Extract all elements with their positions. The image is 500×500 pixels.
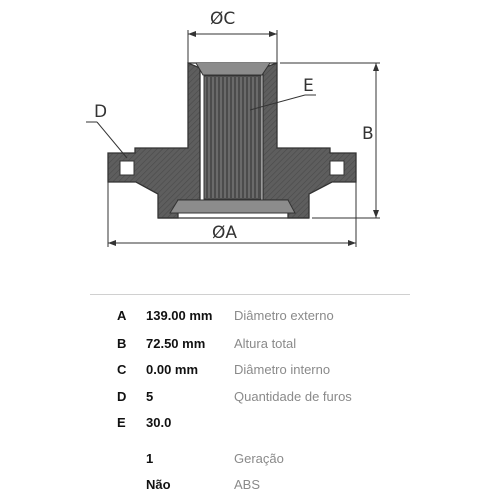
spec-value: 5 <box>146 389 154 404</box>
spec-key: A <box>117 308 127 323</box>
spec-value: 30.0 <box>146 415 172 430</box>
spec-row: D 5 Quantidade de furos <box>0 389 500 409</box>
dim-a-arrow-left <box>108 240 116 246</box>
dim-c-arrow-left <box>188 31 196 37</box>
leader-d <box>96 121 128 159</box>
dim-a-arrow-right <box>348 240 356 246</box>
hub-cross-section-drawing: ØC E D B ØA <box>86 9 380 247</box>
bolt-hole-left <box>119 160 135 176</box>
label-d: D <box>94 102 107 122</box>
spec-description: Altura total <box>234 336 297 351</box>
dim-b-arrow-bottom <box>373 210 379 218</box>
spec-row: Não ABS <box>0 477 500 497</box>
spec-value: 1 <box>146 451 154 466</box>
spec-row: C 0.00 mm Diâmetro interno <box>0 362 500 382</box>
spec-key: B <box>117 336 127 351</box>
spec-description: ABS <box>234 477 261 492</box>
spec-row: B 72.50 mm Altura total <box>0 336 500 356</box>
bolt-hole-right <box>329 160 345 176</box>
dim-a-label: ØA <box>212 223 237 243</box>
spec-row: 1 Geração <box>0 451 500 471</box>
spec-value: Não <box>146 477 171 492</box>
leader-e <box>249 94 306 111</box>
spec-key: C <box>117 362 127 377</box>
dim-c-arrow-right <box>269 31 277 37</box>
spec-key: E <box>117 415 126 430</box>
hub-body-left <box>107 62 201 219</box>
spec-description: Geração <box>234 451 284 466</box>
dim-b-label: B <box>362 124 374 144</box>
dim-b-arrow-top <box>373 63 379 71</box>
spec-value: 139.00 mm <box>146 308 213 323</box>
label-e: E <box>303 76 314 96</box>
spline-teeth <box>206 77 260 198</box>
section-divider <box>90 294 410 295</box>
dim-c-label: ØC <box>210 9 235 29</box>
spline-bore <box>203 75 262 200</box>
spec-description: Diâmetro externo <box>234 308 334 323</box>
spec-key: D <box>117 389 127 404</box>
spec-description: Diâmetro interno <box>234 362 331 377</box>
spec-value: 0.00 mm <box>146 362 199 377</box>
spec-description: Quantidade de furos <box>234 389 352 404</box>
hub-top-chamfer <box>195 62 271 76</box>
hub-bottom-lip <box>169 199 296 214</box>
spec-row: A 139.00 mm Diâmetro externo <box>0 308 500 328</box>
spec-row: E 30.0 <box>0 415 500 435</box>
spec-value: 72.50 mm <box>146 336 206 351</box>
